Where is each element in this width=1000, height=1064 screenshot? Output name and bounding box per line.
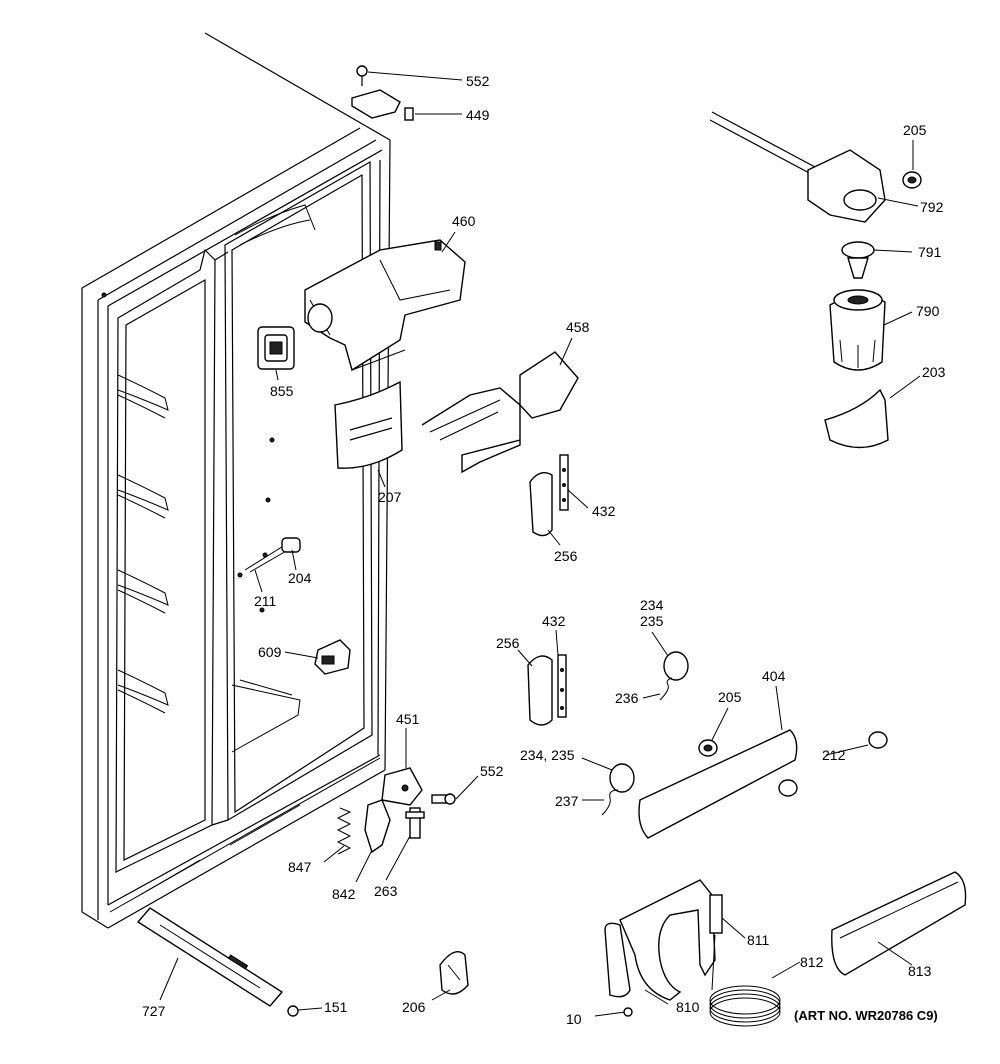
- top-hinge-449: [351, 89, 414, 121]
- callout-235-a: 235: [640, 613, 664, 629]
- cap-212-b: [778, 779, 798, 797]
- callout-855: 855: [270, 383, 294, 399]
- clip-236: [659, 677, 673, 701]
- callout-206: 206: [402, 999, 426, 1015]
- screw-10: [594, 1007, 633, 1017]
- disc-234-235-mid: [609, 763, 635, 793]
- callout-labels: 552 449 205 792 460 791 790 458 855 203 …: [142, 73, 946, 1027]
- cover-203: [824, 388, 889, 449]
- art-number: (ART NO. WR20786 C9): [794, 1008, 938, 1023]
- callout-449: 449: [466, 107, 490, 123]
- callout-263: 263: [374, 883, 398, 899]
- clip-432-top: [559, 454, 569, 511]
- clip-432-mid: [557, 654, 567, 718]
- leader-lines: [159, 71, 921, 1011]
- screw-211: [244, 544, 289, 573]
- callout-792: 792: [920, 199, 944, 215]
- rod-792-assembly: [709, 111, 886, 223]
- cap-212-a: [868, 731, 888, 749]
- callout-552-top: 552: [466, 73, 490, 89]
- clip-237: [601, 789, 619, 816]
- callout-842: 842: [332, 886, 356, 902]
- callout-810: 810: [676, 999, 700, 1015]
- callout-451: 451: [396, 711, 420, 727]
- callout-458: 458: [566, 319, 590, 335]
- bottom-hinge-451: [381, 767, 423, 806]
- callout-256-top: 256: [554, 548, 578, 564]
- spring-847: [336, 807, 352, 855]
- screw-552-mid: [431, 793, 456, 805]
- callout-791: 791: [918, 244, 942, 260]
- callout-203: 203: [922, 364, 946, 380]
- callout-847: 847: [288, 859, 312, 875]
- callout-609: 609: [258, 644, 282, 660]
- callout-234-235: 234, 235: [520, 747, 575, 763]
- gasket-256-top: [529, 472, 553, 537]
- cam-842: [364, 799, 391, 854]
- callout-237: 237: [555, 793, 579, 809]
- callout-404: 404: [762, 668, 786, 684]
- callout-727: 727: [142, 1003, 166, 1019]
- cover-207: [334, 380, 403, 469]
- callout-790: 790: [916, 303, 940, 319]
- gasket-256-mid: [527, 655, 553, 726]
- bushing-205-mid: [698, 739, 718, 757]
- callout-432-mid: 432: [542, 613, 566, 629]
- callout-204: 204: [288, 570, 312, 586]
- plug-206: [439, 951, 469, 995]
- callout-813: 813: [908, 963, 932, 979]
- callout-236: 236: [615, 690, 639, 706]
- pin-263: [405, 807, 425, 839]
- duct-458: [421, 351, 579, 474]
- heater-harness-811: [604, 879, 723, 1001]
- callout-812: 812: [800, 954, 824, 970]
- callout-211: 211: [254, 593, 277, 609]
- tube-404: [638, 729, 798, 839]
- bearing-791: [841, 241, 875, 279]
- tubing-coil-812: [709, 934, 781, 1027]
- callout-207: 207: [378, 489, 402, 505]
- callout-234-a: 234: [640, 597, 664, 613]
- top-hinge-screw-552: [356, 65, 368, 86]
- switch-609: [314, 639, 351, 675]
- screw-151: [287, 1005, 299, 1017]
- callout-205-mid: 205: [718, 689, 742, 705]
- callout-460: 460: [452, 213, 476, 229]
- callout-10: 10: [566, 1011, 582, 1027]
- cup-790: [829, 289, 886, 371]
- callout-552-mid: 552: [480, 763, 504, 779]
- callout-811: 811: [747, 932, 770, 948]
- bushing-205-top: [902, 171, 922, 189]
- disc-234-235-top: [663, 651, 689, 681]
- bracket-855: [257, 326, 295, 370]
- callout-212: 212: [822, 747, 846, 763]
- dispenser-housing-460: [304, 239, 466, 372]
- callout-432-top: 432: [592, 503, 616, 519]
- callout-256-mid: 256: [496, 635, 520, 651]
- spacer-204: [281, 537, 301, 553]
- cover-813: [831, 871, 967, 976]
- cabinet-case: [81, 32, 391, 929]
- grille-727: [136, 907, 284, 1007]
- callout-205-top: 205: [903, 122, 927, 138]
- callout-151: 151: [324, 999, 348, 1015]
